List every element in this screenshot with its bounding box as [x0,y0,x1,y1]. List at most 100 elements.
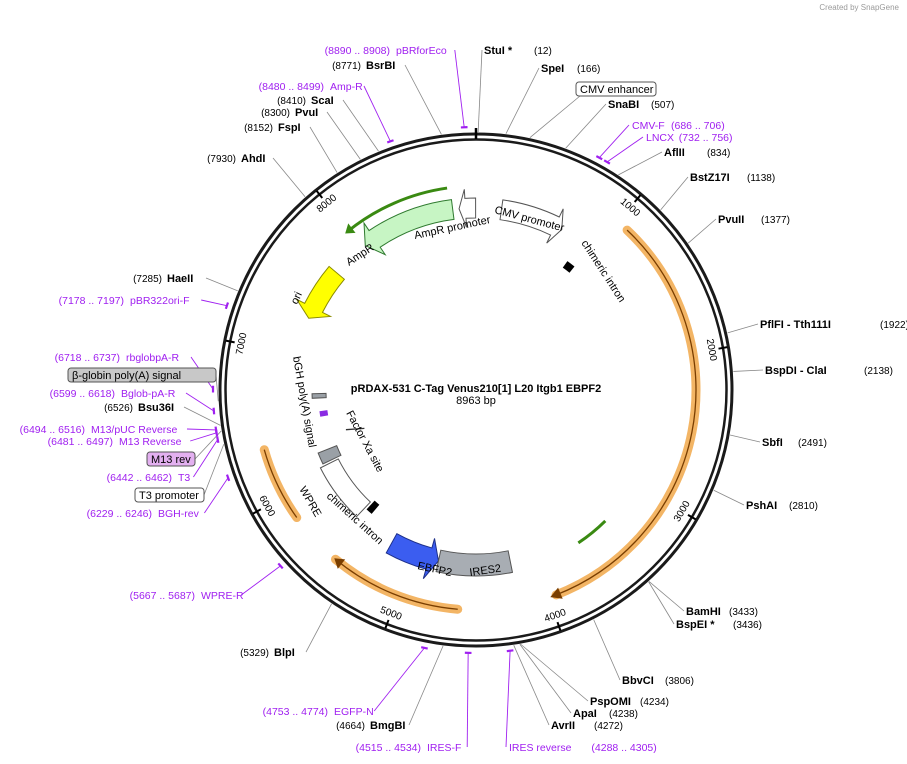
wpre-feature[interactable] [319,458,372,518]
site-name[interactable]: PflFI - Tth111I [760,319,831,331]
m13-rev-feature[interactable] [319,410,329,417]
beta-globin-polya-feature[interactable] [311,392,327,399]
ires2-label: IRES2 [469,563,502,579]
primer-name[interactable]: LNCX [646,132,674,144]
primer-name[interactable]: rbglobpA-R [126,352,180,364]
primer-mark [277,562,284,570]
primer-range: (4515 .. 4534) [356,742,421,754]
primer-leader [466,652,469,748]
site-name[interactable]: ScaI [311,95,334,107]
site-name[interactable]: ApaI [573,708,597,720]
orf-arc-left-line [263,449,298,518]
t3-promoter-box[interactable]: T3 promoter [134,487,205,503]
primer-name[interactable]: BGH-rev [158,508,200,520]
primer-name[interactable]: Amp-R [330,81,363,93]
site-position: (3436) [733,620,762,631]
primer-leader [606,136,644,163]
primer-name[interactable]: M13 Reverse [119,436,182,448]
site-leader [727,323,759,334]
site-name[interactable]: BlpI [274,647,295,659]
site-position: (6526) [104,403,133,414]
site-position: (834) [707,148,730,159]
site-name[interactable]: PvuI [295,107,318,119]
site-name[interactable]: SnaBI [608,99,639,111]
site-leader [733,369,764,372]
site-position: (4238) [609,709,638,720]
primer-range: (732 .. 756) [679,132,733,144]
primer-name[interactable]: pBRforEco [396,45,447,57]
site-name[interactable]: PvuII [718,214,744,226]
beta-globin-polya-box[interactable]: β-globin poly(A) signal [67,367,217,383]
primer-range: (7178 .. 7197) [59,295,124,307]
site-name[interactable]: BstZ17I [690,172,730,184]
site-name[interactable]: AflII [664,147,685,159]
cmv-promoter-feature[interactable] [499,199,564,244]
primer-name[interactable]: WPRE-R [201,590,244,602]
beta-globin-polya-text: β-globin poly(A) signal [72,370,181,382]
orf-arc-bottom-head [334,558,346,569]
site-name[interactable]: HaeII [167,273,193,285]
factor-xa-label: Factor Xa site [343,409,385,475]
primer-name[interactable]: Bglob-pA-R [121,388,176,400]
site-name[interactable]: AvrII [551,720,575,732]
primer-range: (8480 .. 8499) [259,81,324,93]
primer-range: (6481 .. 6497) [48,436,113,448]
primer-range: (686 .. 706) [671,120,725,132]
site-leader [660,176,689,211]
cmv-enhancer-box[interactable]: CMV enhancer [575,81,657,97]
site-name[interactable]: BmgBI [370,720,405,732]
site-leader [183,406,221,426]
wpre-label: WPRE [296,485,323,520]
site-name[interactable]: BsrBI [366,60,395,72]
site-name[interactable]: Bsu36I [138,402,174,414]
primer-name[interactable]: M13/pUC Reverse [91,424,178,436]
ori-feature[interactable] [295,265,346,319]
chimeric-intron-feature-1[interactable] [562,261,575,273]
m13-rev-box[interactable]: M13 rev [146,451,196,467]
site-leader [272,157,306,197]
site-leader [648,581,685,612]
primer-range: (6442 .. 6462) [107,472,172,484]
site-name[interactable]: PspOMI [590,696,631,708]
primer-name[interactable]: IRES-F [427,742,461,754]
primer-range: (6599 .. 6618) [50,388,115,400]
site-position: (12) [534,46,552,57]
bgh-polya-feature[interactable] [317,445,342,465]
boxed-feature-labels: CMV enhancer β-globin poly(A) signal M13… [67,81,657,503]
site-name[interactable]: SbfI [762,437,783,449]
ampr-promoter-feature[interactable] [458,189,477,228]
chimeric-intron-feature-2[interactable] [366,500,380,514]
ires2-feature[interactable] [435,549,514,577]
primer-mark [603,159,611,165]
site-leader [404,64,442,135]
site-leader [326,111,361,160]
site-name[interactable]: BspEI * [676,619,715,631]
ampr-feature[interactable] [363,199,455,256]
site-position: (8771) [332,61,361,72]
primer-name[interactable]: IRES reverse [509,742,572,754]
primer-name[interactable]: T3 [178,472,190,484]
primer-name[interactable]: CMV-F [632,120,665,132]
site-name[interactable]: AhdI [241,153,265,165]
site-name[interactable]: BspDI - ClaI [765,365,827,377]
tick-label: 2000 [704,338,719,362]
site-leader [513,645,550,726]
site-name[interactable]: BbvCI [622,675,654,687]
primer-mark [212,407,216,415]
primer-range: (4753 .. 4774) [263,706,328,718]
primer-leader [240,565,281,596]
site-leader [648,581,675,625]
factor-xa-site-feature[interactable] [345,427,365,431]
site-name[interactable]: StuI * [484,45,513,57]
site-name[interactable]: SpeI [541,63,564,75]
site-name[interactable]: FspI [278,122,301,134]
primer-name[interactable]: EGFP-N [334,706,374,718]
site-position: (4234) [640,697,669,708]
site-position: (3806) [665,676,694,687]
primer-name[interactable]: pBR322ori-F [130,295,190,307]
ebfp2-feature[interactable] [385,532,439,580]
site-name[interactable]: PshAI [746,500,777,512]
site-name[interactable]: BamHI [686,606,721,618]
site-leader [713,489,745,506]
